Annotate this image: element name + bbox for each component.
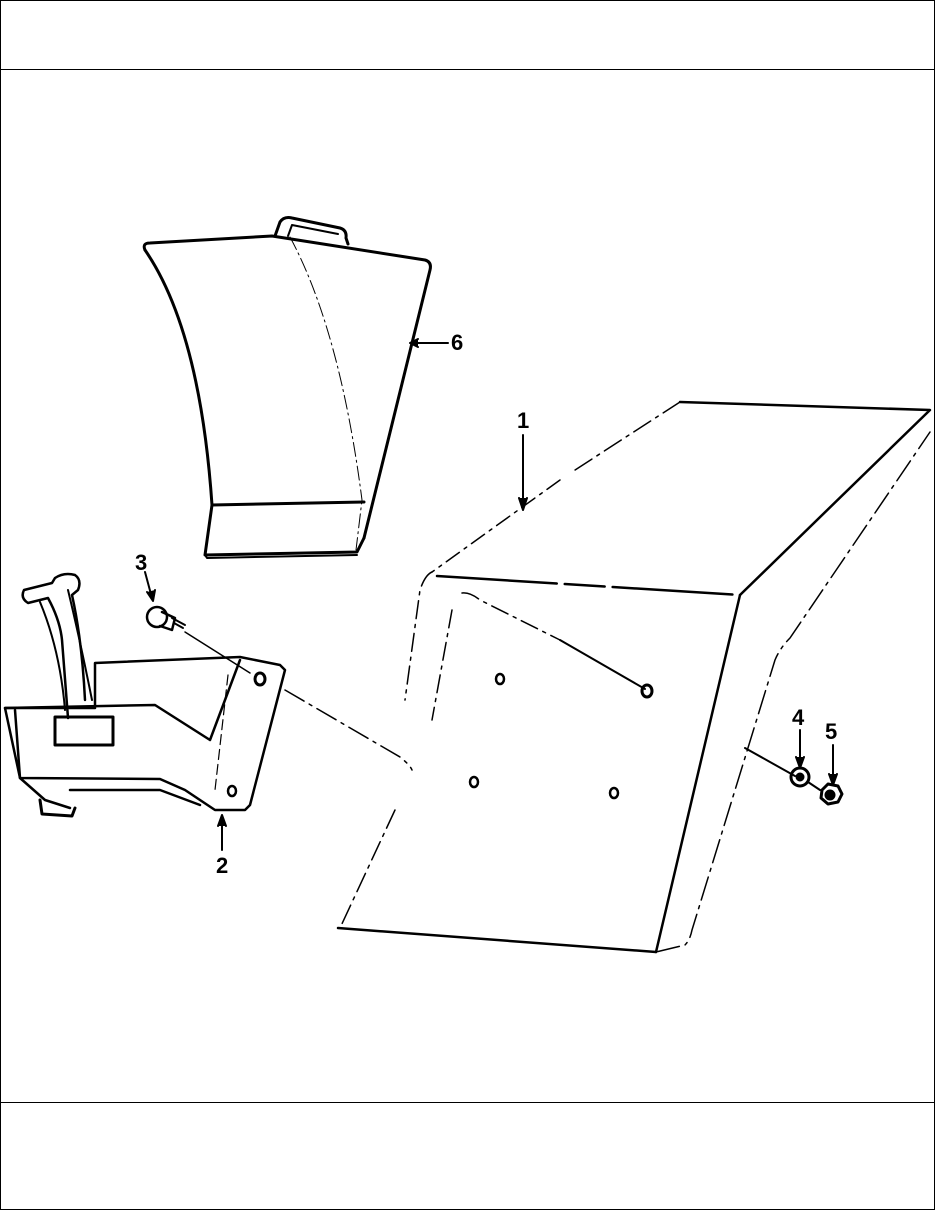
callout-1: 1 bbox=[517, 408, 530, 433]
part-1-housing-panel bbox=[336, 400, 932, 954]
part-3-bolt bbox=[145, 605, 251, 674]
part-5-nut bbox=[807, 781, 844, 806]
callout-4: 4 bbox=[792, 705, 805, 730]
part-2-bracket bbox=[3, 572, 413, 818]
callout-5: 5 bbox=[825, 719, 838, 744]
callout-leaders bbox=[144, 338, 838, 851]
callout-2: 2 bbox=[216, 853, 229, 878]
header-band bbox=[1, 1, 934, 70]
callout-6: 6 bbox=[451, 330, 464, 355]
footer-band bbox=[1, 1102, 934, 1210]
callout-3: 3 bbox=[135, 550, 148, 575]
part-4-washer bbox=[789, 766, 811, 788]
part-6-curved-shield bbox=[142, 216, 432, 559]
